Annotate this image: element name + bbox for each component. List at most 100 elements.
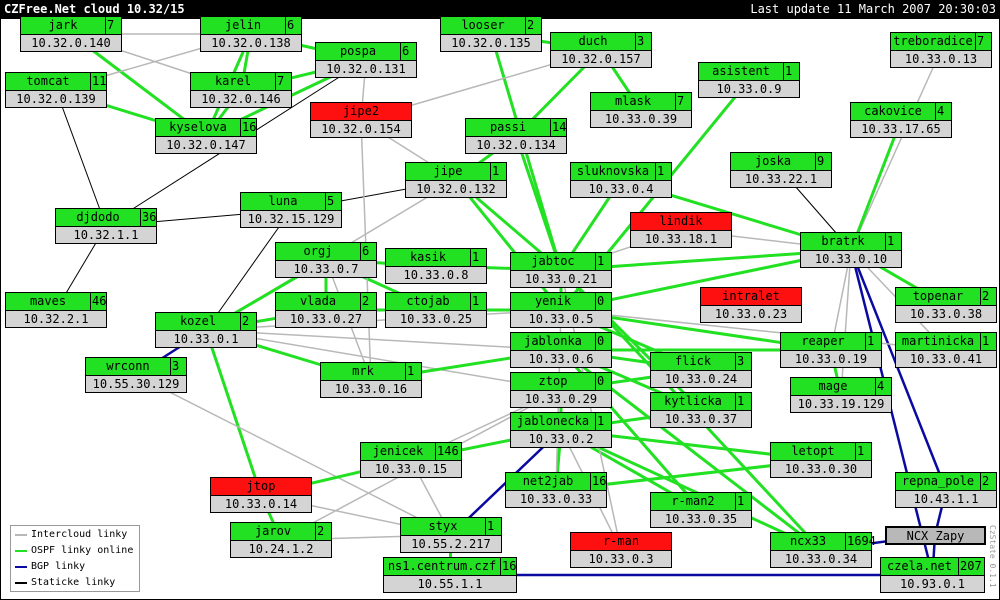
node-ip: 10.33.0.10 <box>814 252 888 266</box>
node-ip: 10.32.2.1 <box>23 312 89 326</box>
node-name: treboradice <box>893 34 973 48</box>
node-link-count: 9 <box>815 153 831 170</box>
node-link-count: 0 <box>595 293 611 310</box>
node-link-count: 1 <box>885 233 901 250</box>
node-ip: 10.43.1.1 <box>913 492 979 506</box>
node-header: jtop <box>211 478 311 496</box>
link-ospf <box>560 428 822 552</box>
node-name: bratrk <box>821 234 865 248</box>
node-link-count: 2 <box>240 313 256 330</box>
legend-item-static: Staticke linky <box>11 575 139 590</box>
page-title: CZFree.Net cloud 10.32/15 <box>4 2 185 16</box>
legend-swatch-intercloud <box>15 533 27 536</box>
node-header: lindik <box>631 213 731 231</box>
node-link-count: 1 <box>735 493 751 510</box>
node-ip: 10.33.0.9 <box>716 82 782 96</box>
node-ip: 10.33.0.7 <box>293 262 359 276</box>
node-header: bratrk 1 <box>801 233 901 251</box>
node-name: ncx33 <box>789 534 827 548</box>
node-name: karel <box>214 74 252 88</box>
node-bratrk[interactable]: bratrk 1 10.33.0.10 <box>800 232 902 268</box>
node-header: jipe2 <box>311 103 411 121</box>
node-link-count: 3 <box>735 353 751 370</box>
node-name: asistent <box>712 64 770 78</box>
node-ip: 10.32.0.140 <box>31 36 111 50</box>
node-name: ctojab <box>406 294 450 308</box>
ncx-zapy-node[interactable]: NCX Zapy <box>885 526 986 545</box>
node-ip: 10.33.0.41 <box>909 352 983 366</box>
node-link-count: 1 <box>485 518 501 535</box>
node-link-count: 4 <box>875 378 891 395</box>
header-bar: CZFree.Net cloud 10.32/15 Last update 11… <box>0 0 1000 18</box>
node-ip: 10.33.0.15 <box>374 462 448 476</box>
node-link-count: 1 <box>865 333 881 350</box>
node-link-count: 6 <box>400 43 416 60</box>
node-link-count: 2 <box>980 288 996 305</box>
node-ip: 10.32.0.131 <box>326 62 406 76</box>
node-link-count: 2 <box>315 523 331 540</box>
node-name: cakovice <box>864 104 922 118</box>
node-name: jipe2 <box>342 104 380 118</box>
node-link-count: 7 <box>975 33 991 50</box>
link-intercloud <box>840 249 852 396</box>
node-ip: 10.55.30.129 <box>92 377 180 391</box>
